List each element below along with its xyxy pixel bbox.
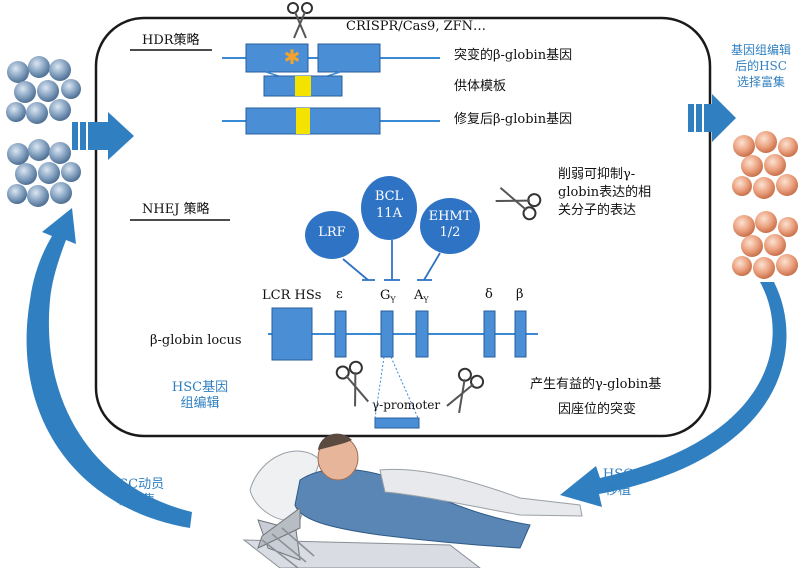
repaired-gene-label: 修复后β-globin基因 [454, 112, 573, 127]
bcl11a-label-line2: 11A [376, 206, 402, 221]
ehmt-oval [420, 198, 480, 254]
edited-cell-icon [732, 211, 798, 279]
mutation-note-line1: 产生有益的γ-globin基 [530, 377, 662, 392]
gene-beta-label: β [516, 287, 524, 302]
locus-label: β-globin locus [150, 333, 242, 348]
inhibition-arrows [342, 240, 441, 281]
enrich-label-line2: 后的HSC [735, 59, 787, 73]
output-arrow [688, 94, 736, 142]
editing-label-line2: 组编辑 [180, 396, 220, 411]
gene-lcr-label: LCR HSs [262, 288, 322, 303]
bcl11a-oval [361, 176, 417, 240]
nhej-note-line3: 关分子的表达 [558, 203, 637, 218]
scissors-icon [495, 187, 542, 221]
stem-cell-icon [7, 139, 81, 207]
scissors-icon [287, 2, 313, 39]
patient-illustration [242, 433, 583, 568]
gene-a-gamma-label: AY [414, 288, 429, 305]
mutation-star-icon: ✱ [284, 45, 301, 69]
lrf-label: LRF [318, 225, 346, 240]
nhej-title: NHEJ 策略 [142, 202, 210, 217]
mobilize-label-line2: 和采集 [116, 493, 156, 508]
mutant-gene-construct [222, 43, 440, 73]
mutant-gene-label: 突变的β-globin基因 [454, 48, 573, 63]
stem-cell-icon [6, 56, 81, 124]
beta-globin-locus-track [268, 307, 538, 361]
transplant-label-line1: HSC [602, 467, 634, 482]
mutation-note-line2: 因座位的突变 [558, 402, 637, 417]
input-arrow [72, 112, 134, 160]
hdr-tools: CRISPR/Cas9, ZFN… [346, 19, 487, 34]
gene-g-gamma-label: GY [380, 288, 396, 305]
promoter-label: γ-promoter [372, 398, 441, 412]
scissors-icon [335, 360, 369, 407]
mobilize-arrow [26, 208, 192, 528]
promoter-zoom [374, 356, 420, 429]
repaired-gene-construct [222, 107, 440, 135]
transplant-label-line2: 移植 [604, 483, 631, 498]
donor-template-construct [263, 75, 343, 97]
transplant-arrow [560, 282, 787, 507]
nhej-note-line2: globin表达的相 [558, 185, 652, 200]
ehmt-label-line1: EHMT [428, 209, 472, 224]
lrf-oval [305, 211, 359, 259]
donor-template-label: 供体模板 [454, 79, 507, 94]
nhej-note-line1: 削弱可抑制γ- [558, 167, 636, 182]
gene-delta-label: δ [485, 287, 493, 302]
hdr-title: HDR策略 [142, 33, 200, 48]
gene-epsilon-label: ε [336, 287, 343, 302]
scissors-icon [446, 367, 485, 414]
mobilize-label-line1: HSC动员 [107, 477, 165, 492]
bcl11a-label-line1: BCL [374, 189, 404, 204]
enrich-label-line3: 选择富集 [736, 75, 785, 89]
editing-label-line1: HSC基因 [171, 380, 229, 395]
edited-cell-icon [732, 131, 798, 199]
ehmt-label-line2: 1/2 [439, 225, 461, 240]
enrich-label-line1: 基因组编辑 [730, 43, 791, 57]
